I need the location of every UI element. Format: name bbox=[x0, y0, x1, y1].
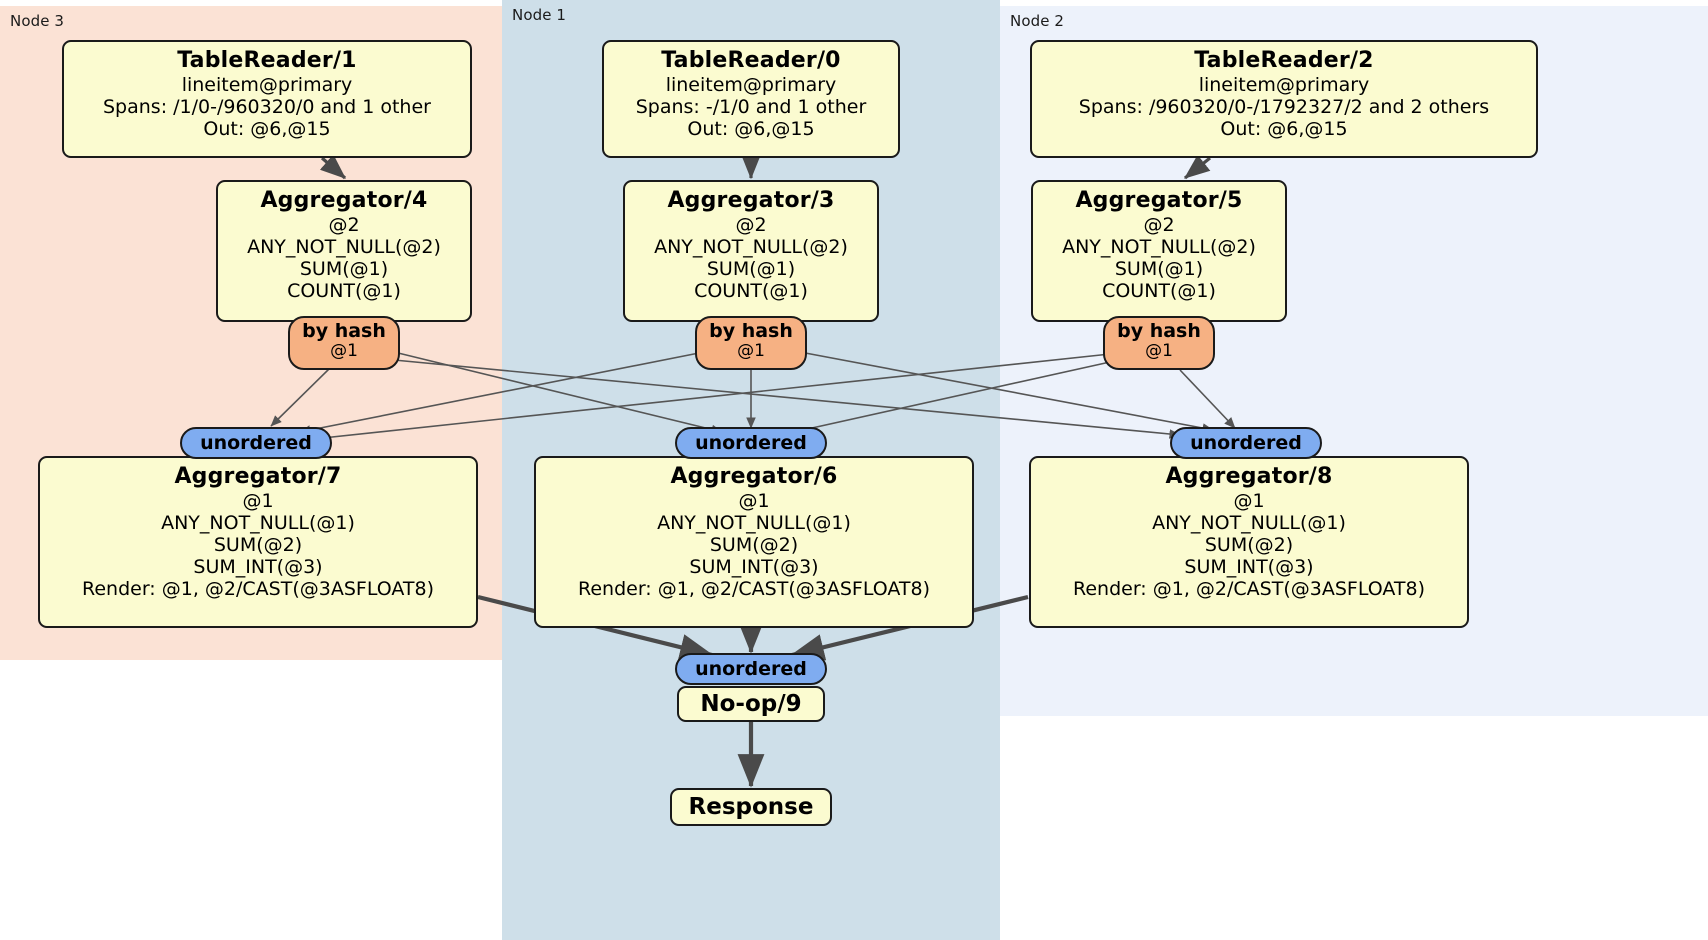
processor-detail-line: COUNT(@1) bbox=[1102, 279, 1216, 302]
node-label-node2: Node 2 bbox=[1010, 12, 1065, 30]
processor-title: TableReader/1 bbox=[177, 48, 357, 73]
processor-table-reader-2[interactable]: TableReader/2 lineitem@primary Spans: /9… bbox=[1030, 40, 1538, 158]
processor-detail-line: Render: @1, @2/CAST(@3ASFLOAT8) bbox=[82, 577, 434, 600]
processor-detail-line: ANY_NOT_NULL(@1) bbox=[1152, 511, 1346, 534]
processor-title: Aggregator/7 bbox=[174, 464, 342, 489]
processor-aggregator-8[interactable]: Aggregator/8 @1 ANY_NOT_NULL(@1) SUM(@2)… bbox=[1029, 456, 1469, 628]
processor-detail-line: SUM(@1) bbox=[299, 257, 389, 280]
processor-detail-line: Out: @6,@15 bbox=[1220, 117, 1348, 140]
synchronizer-unordered-left[interactable]: unordered bbox=[180, 427, 332, 459]
processor-detail-line: SUM_INT(@3) bbox=[193, 555, 323, 578]
processor-detail-line: ANY_NOT_NULL(@2) bbox=[654, 235, 848, 258]
processor-aggregator-3[interactable]: Aggregator/3 @2 ANY_NOT_NULL(@2) SUM(@1)… bbox=[623, 180, 879, 322]
processor-detail-line: ANY_NOT_NULL(@2) bbox=[1062, 235, 1256, 258]
processor-table-reader-0[interactable]: TableReader/0 lineitem@primary Spans: -/… bbox=[602, 40, 900, 158]
router-by-hash-left[interactable]: by hash @1 bbox=[288, 316, 400, 370]
processor-title: Aggregator/5 bbox=[1075, 188, 1243, 213]
synchronizer-unordered-center[interactable]: unordered bbox=[675, 427, 827, 459]
processor-aggregator-4[interactable]: Aggregator/4 @2 ANY_NOT_NULL(@2) SUM(@1)… bbox=[216, 180, 472, 322]
processor-detail-line: @2 bbox=[1143, 213, 1175, 236]
processor-detail-line: Spans: -/1/0 and 1 other bbox=[635, 95, 867, 118]
processor-title: Aggregator/8 bbox=[1165, 464, 1333, 489]
processor-detail-line: ANY_NOT_NULL(@2) bbox=[247, 235, 441, 258]
router-by-hash-right[interactable]: by hash @1 bbox=[1103, 316, 1215, 370]
processor-title: TableReader/0 bbox=[661, 48, 841, 73]
processor-noop-9[interactable]: No-op/9 bbox=[677, 686, 825, 722]
node-label-node1: Node 1 bbox=[512, 6, 567, 24]
processor-detail-line: Spans: /960320/0-/1792327/2 and 2 others bbox=[1078, 95, 1490, 118]
processor-detail-line: ANY_NOT_NULL(@1) bbox=[657, 511, 851, 534]
processor-detail-line: @2 bbox=[735, 213, 767, 236]
processor-detail-line: SUM(@1) bbox=[1114, 257, 1204, 280]
processor-detail-line: Out: @6,@15 bbox=[203, 117, 331, 140]
node-label-node3: Node 3 bbox=[10, 12, 65, 30]
processor-detail-line: SUM(@2) bbox=[213, 533, 303, 556]
processor-detail-line: @1 bbox=[1233, 489, 1265, 512]
processor-detail-line: Render: @1, @2/CAST(@3ASFLOAT8) bbox=[1073, 577, 1425, 600]
processor-detail-line: Spans: /1/0-/960320/0 and 1 other bbox=[103, 95, 431, 118]
processor-table-reader-1[interactable]: TableReader/1 lineitem@primary Spans: /1… bbox=[62, 40, 472, 158]
processor-detail-line: COUNT(@1) bbox=[694, 279, 808, 302]
router-column: @1 bbox=[330, 341, 358, 362]
processor-title: Aggregator/6 bbox=[670, 464, 838, 489]
synchronizer-unordered-right[interactable]: unordered bbox=[1170, 427, 1322, 459]
processor-detail-line: SUM(@1) bbox=[706, 257, 796, 280]
router-column: @1 bbox=[1145, 341, 1173, 362]
processor-aggregator-7[interactable]: Aggregator/7 @1 ANY_NOT_NULL(@1) SUM(@2)… bbox=[38, 456, 478, 628]
processor-response[interactable]: Response bbox=[670, 788, 832, 826]
processor-title: Aggregator/4 bbox=[260, 188, 428, 213]
processor-detail-line: @1 bbox=[738, 489, 770, 512]
processor-detail-line: lineitem@primary bbox=[181, 73, 353, 96]
processor-aggregator-6[interactable]: Aggregator/6 @1 ANY_NOT_NULL(@1) SUM(@2)… bbox=[534, 456, 974, 628]
synchronizer-unordered-final[interactable]: unordered bbox=[675, 653, 827, 685]
processor-detail-line: ANY_NOT_NULL(@1) bbox=[161, 511, 355, 534]
processor-detail-line: SUM(@2) bbox=[709, 533, 799, 556]
processor-title: TableReader/2 bbox=[1194, 48, 1374, 73]
processor-title: Aggregator/3 bbox=[667, 188, 835, 213]
processor-detail-line: SUM_INT(@3) bbox=[1184, 555, 1314, 578]
processor-aggregator-5[interactable]: Aggregator/5 @2 ANY_NOT_NULL(@2) SUM(@1)… bbox=[1031, 180, 1287, 322]
processor-detail-line: SUM_INT(@3) bbox=[689, 555, 819, 578]
processor-detail-line: COUNT(@1) bbox=[287, 279, 401, 302]
router-type: by hash bbox=[302, 320, 386, 342]
processor-detail-line: @1 bbox=[242, 489, 274, 512]
processor-detail-line: Out: @6,@15 bbox=[687, 117, 815, 140]
router-by-hash-center[interactable]: by hash @1 bbox=[695, 316, 807, 370]
router-type: by hash bbox=[1117, 320, 1201, 342]
router-column: @1 bbox=[737, 341, 765, 362]
processor-detail-line: lineitem@primary bbox=[665, 73, 837, 96]
processor-detail-line: SUM(@2) bbox=[1204, 533, 1294, 556]
processor-detail-line: @2 bbox=[328, 213, 360, 236]
router-type: by hash bbox=[709, 320, 793, 342]
processor-detail-line: lineitem@primary bbox=[1198, 73, 1370, 96]
processor-detail-line: Render: @1, @2/CAST(@3ASFLOAT8) bbox=[578, 577, 930, 600]
